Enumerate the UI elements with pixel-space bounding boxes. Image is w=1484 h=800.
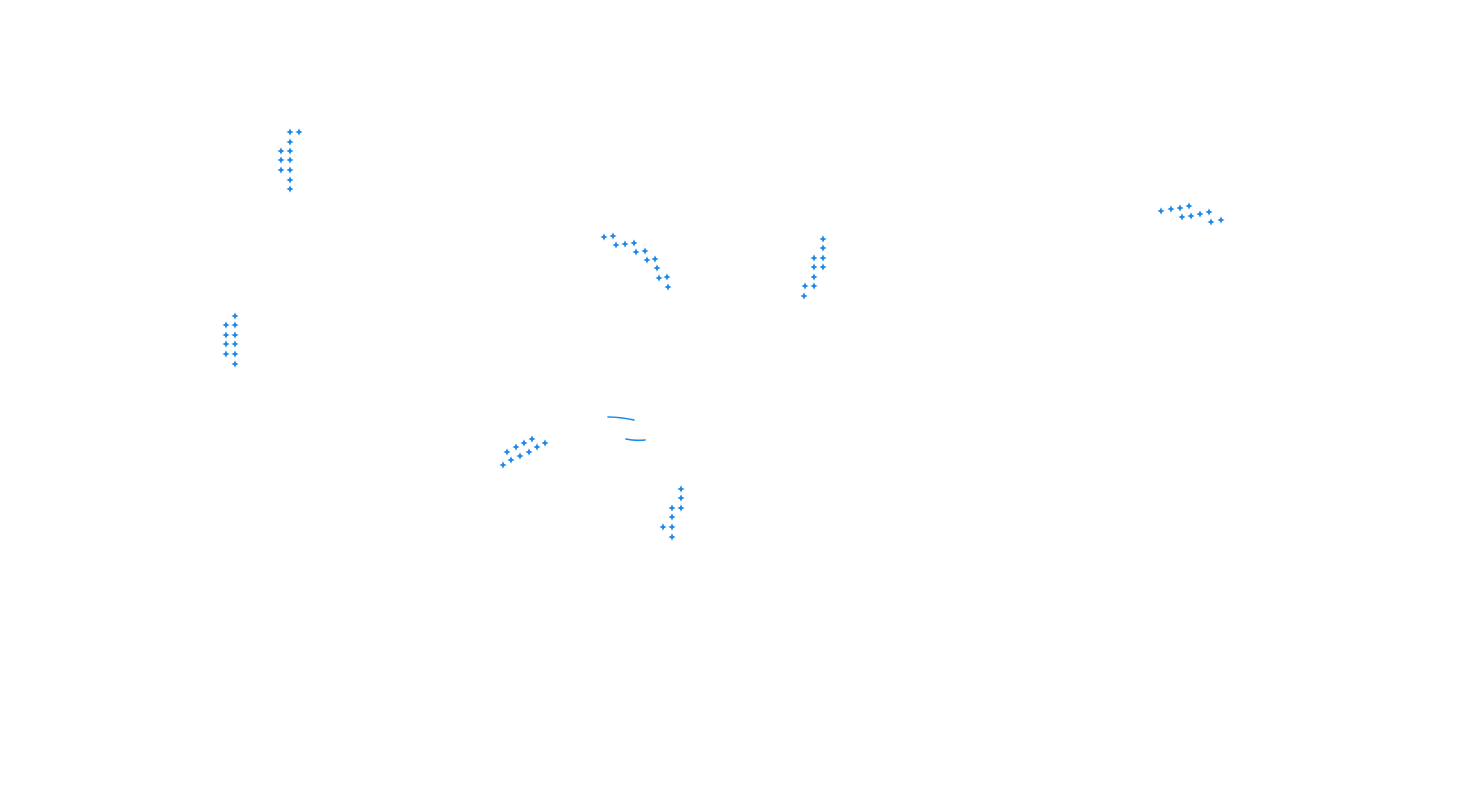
sparkle-marker-icon[interactable] [632, 248, 640, 256]
sparkle-marker-icon[interactable] [286, 185, 294, 193]
sparkle-marker-icon[interactable] [655, 274, 663, 282]
sparkle-marker-icon[interactable] [677, 494, 685, 502]
track-line [607, 416, 635, 421]
sparkle-marker-icon[interactable] [222, 321, 230, 329]
sparkle-marker-icon[interactable] [528, 435, 536, 443]
sparkle-marker-icon[interactable] [1178, 213, 1186, 221]
sparkle-marker-icon[interactable] [222, 350, 230, 358]
sparkle-marker-icon[interactable] [819, 235, 827, 243]
sparkle-marker-icon[interactable] [277, 147, 285, 155]
sparkle-marker-icon[interactable] [1217, 216, 1225, 224]
sparkle-marker-icon[interactable] [630, 239, 638, 247]
sparkle-marker-icon[interactable] [600, 233, 608, 241]
sparkle-marker-icon[interactable] [1196, 210, 1204, 218]
sparkle-marker-icon[interactable] [819, 263, 827, 271]
sparkle-marker-icon[interactable] [612, 241, 620, 249]
marker-cluster[interactable] [499, 435, 549, 469]
sparkle-marker-icon[interactable] [659, 523, 667, 531]
sparkle-marker-icon[interactable] [222, 331, 230, 339]
sparkle-marker-icon[interactable] [286, 176, 294, 184]
sparkle-marker-icon[interactable] [810, 273, 818, 281]
sparkle-marker-icon[interactable] [668, 513, 676, 521]
sparkle-marker-icon[interactable] [507, 456, 515, 464]
marker-cluster[interactable] [659, 485, 685, 541]
sparkle-marker-icon[interactable] [231, 331, 239, 339]
sparkle-marker-icon[interactable] [810, 263, 818, 271]
sparkle-marker-icon[interactable] [810, 254, 818, 262]
sparkle-marker-icon[interactable] [810, 282, 818, 290]
sparkle-marker-icon[interactable] [609, 232, 617, 240]
sparkle-marker-icon[interactable] [231, 312, 239, 320]
marker-cluster[interactable] [600, 232, 672, 291]
marker-cluster[interactable] [277, 128, 303, 193]
sparkle-marker-icon[interactable] [621, 240, 629, 248]
sparkle-marker-icon[interactable] [801, 282, 809, 290]
marker-cluster[interactable] [800, 235, 827, 300]
sparkle-marker-icon[interactable] [663, 273, 671, 281]
sparkle-marker-icon[interactable] [231, 360, 239, 368]
sparkle-marker-icon[interactable] [653, 264, 661, 272]
sparkle-marker-icon[interactable] [231, 340, 239, 348]
sparkle-marker-icon[interactable] [286, 166, 294, 174]
sparkle-marker-icon[interactable] [516, 452, 524, 460]
sparkle-marker-icon[interactable] [503, 448, 511, 456]
sparkle-marker-icon[interactable] [222, 340, 230, 348]
sparkle-marker-icon[interactable] [1157, 207, 1165, 215]
sparkle-marker-icon[interactable] [520, 439, 528, 447]
track-layer [607, 416, 646, 442]
track-line [625, 438, 646, 442]
sparkle-marker-icon[interactable] [1167, 205, 1175, 213]
sparkle-marker-icon[interactable] [525, 448, 533, 456]
sparkle-marker-icon[interactable] [1205, 208, 1213, 216]
sparkle-marker-icon[interactable] [819, 244, 827, 252]
marker-cluster[interactable] [222, 312, 239, 368]
sparkle-marker-icon[interactable] [541, 439, 549, 447]
sparkle-marker-icon[interactable] [819, 254, 827, 262]
sparkle-marker-icon[interactable] [286, 156, 294, 164]
sparkle-marker-icon[interactable] [231, 321, 239, 329]
sparkle-marker-icon[interactable] [512, 443, 520, 451]
marker-layer [222, 128, 1225, 541]
sparkle-marker-icon[interactable] [286, 138, 294, 146]
sparkle-marker-icon[interactable] [286, 128, 294, 136]
sparkle-marker-icon[interactable] [677, 504, 685, 512]
sparkle-marker-icon[interactable] [1207, 218, 1215, 226]
sparkle-marker-icon[interactable] [651, 255, 659, 263]
sparkle-marker-icon[interactable] [499, 461, 507, 469]
sparkle-marker-icon[interactable] [533, 443, 541, 451]
marker-cluster[interactable] [1157, 202, 1225, 226]
sparkle-marker-icon[interactable] [668, 504, 676, 512]
sparkle-marker-icon[interactable] [231, 350, 239, 358]
sparkle-marker-icon[interactable] [668, 533, 676, 541]
sparkle-marker-icon[interactable] [668, 523, 676, 531]
sparkle-marker-icon[interactable] [677, 485, 685, 493]
sparkle-marker-icon[interactable] [1176, 204, 1184, 212]
sparkle-marker-icon[interactable] [643, 256, 651, 264]
sparkle-marker-icon[interactable] [277, 166, 285, 174]
sparkle-marker-icon[interactable] [286, 147, 294, 155]
sparkle-marker-icon[interactable] [1187, 212, 1195, 220]
sparkle-marker-icon[interactable] [664, 283, 672, 291]
sparkle-marker-icon[interactable] [800, 292, 808, 300]
sparkle-marker-icon[interactable] [295, 128, 303, 136]
sparkle-marker-icon[interactable] [641, 247, 649, 255]
sparkle-marker-icon[interactable] [1185, 202, 1193, 210]
sparkle-marker-icon[interactable] [277, 156, 285, 164]
